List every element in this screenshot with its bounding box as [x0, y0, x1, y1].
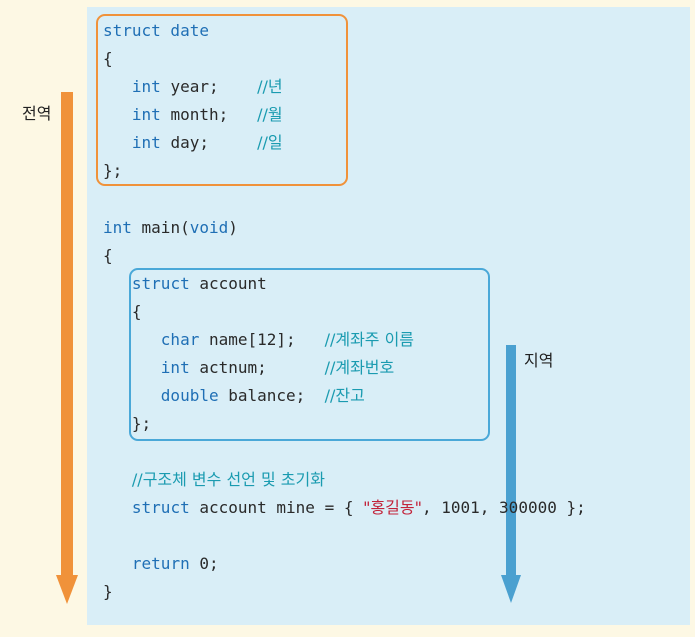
code-panel	[87, 7, 690, 625]
main-function-code: int main(void) { struct account { char n…	[103, 214, 586, 606]
string-literal: "홍길동"	[363, 498, 422, 517]
struct-keyword: struct	[131, 274, 190, 293]
field-decl: name[12];	[199, 330, 325, 349]
global-scope-label: 전역	[22, 104, 52, 123]
global-scope-arrow	[56, 92, 78, 604]
struct-date-box	[96, 14, 348, 186]
void-keyword: void	[189, 218, 229, 237]
field-decl: balance;	[218, 386, 325, 405]
paren: )	[228, 218, 238, 237]
struct-keyword: struct	[131, 498, 190, 517]
brace: {	[131, 302, 142, 321]
type-keyword: int	[131, 133, 161, 152]
type-keyword: double	[160, 386, 219, 405]
brace: };	[103, 161, 123, 180]
local-scope-arrow	[501, 345, 521, 603]
local-scope-label: 지역	[524, 351, 554, 370]
function-name: main(	[131, 218, 190, 237]
struct-account-box	[129, 268, 490, 441]
var-decl: account mine = {	[189, 498, 364, 517]
return-keyword: return	[131, 554, 190, 573]
type-keyword: char	[160, 330, 200, 349]
brace: }	[103, 582, 113, 601]
comment: //일	[257, 133, 283, 152]
field-decl: actnum;	[189, 358, 325, 377]
comment: //잔고	[324, 386, 365, 405]
field-decl: day;	[160, 133, 258, 152]
comment: //년	[257, 77, 283, 96]
type-keyword: int	[131, 77, 161, 96]
type-keyword: int	[103, 218, 132, 237]
type-keyword: int	[131, 105, 161, 124]
type-keyword: int	[160, 358, 190, 377]
comment: //계좌주 이름	[324, 330, 415, 349]
field-decl: year;	[160, 77, 258, 96]
brace: {	[103, 246, 113, 265]
comment: //계좌번호	[324, 358, 395, 377]
brace: {	[103, 49, 113, 68]
struct-name: account	[189, 274, 267, 293]
struct-keyword: struct date	[103, 21, 209, 40]
return-value: 0;	[189, 554, 219, 573]
field-decl: month;	[160, 105, 258, 124]
struct-date-code: struct date { int year; //년 int month; /…	[103, 17, 283, 185]
comment: //구조체 변수 선언 및 초기화	[131, 470, 325, 489]
brace: };	[131, 414, 152, 433]
comment: //월	[257, 105, 283, 124]
initializer-rest: , 1001, 300000 };	[421, 498, 586, 517]
